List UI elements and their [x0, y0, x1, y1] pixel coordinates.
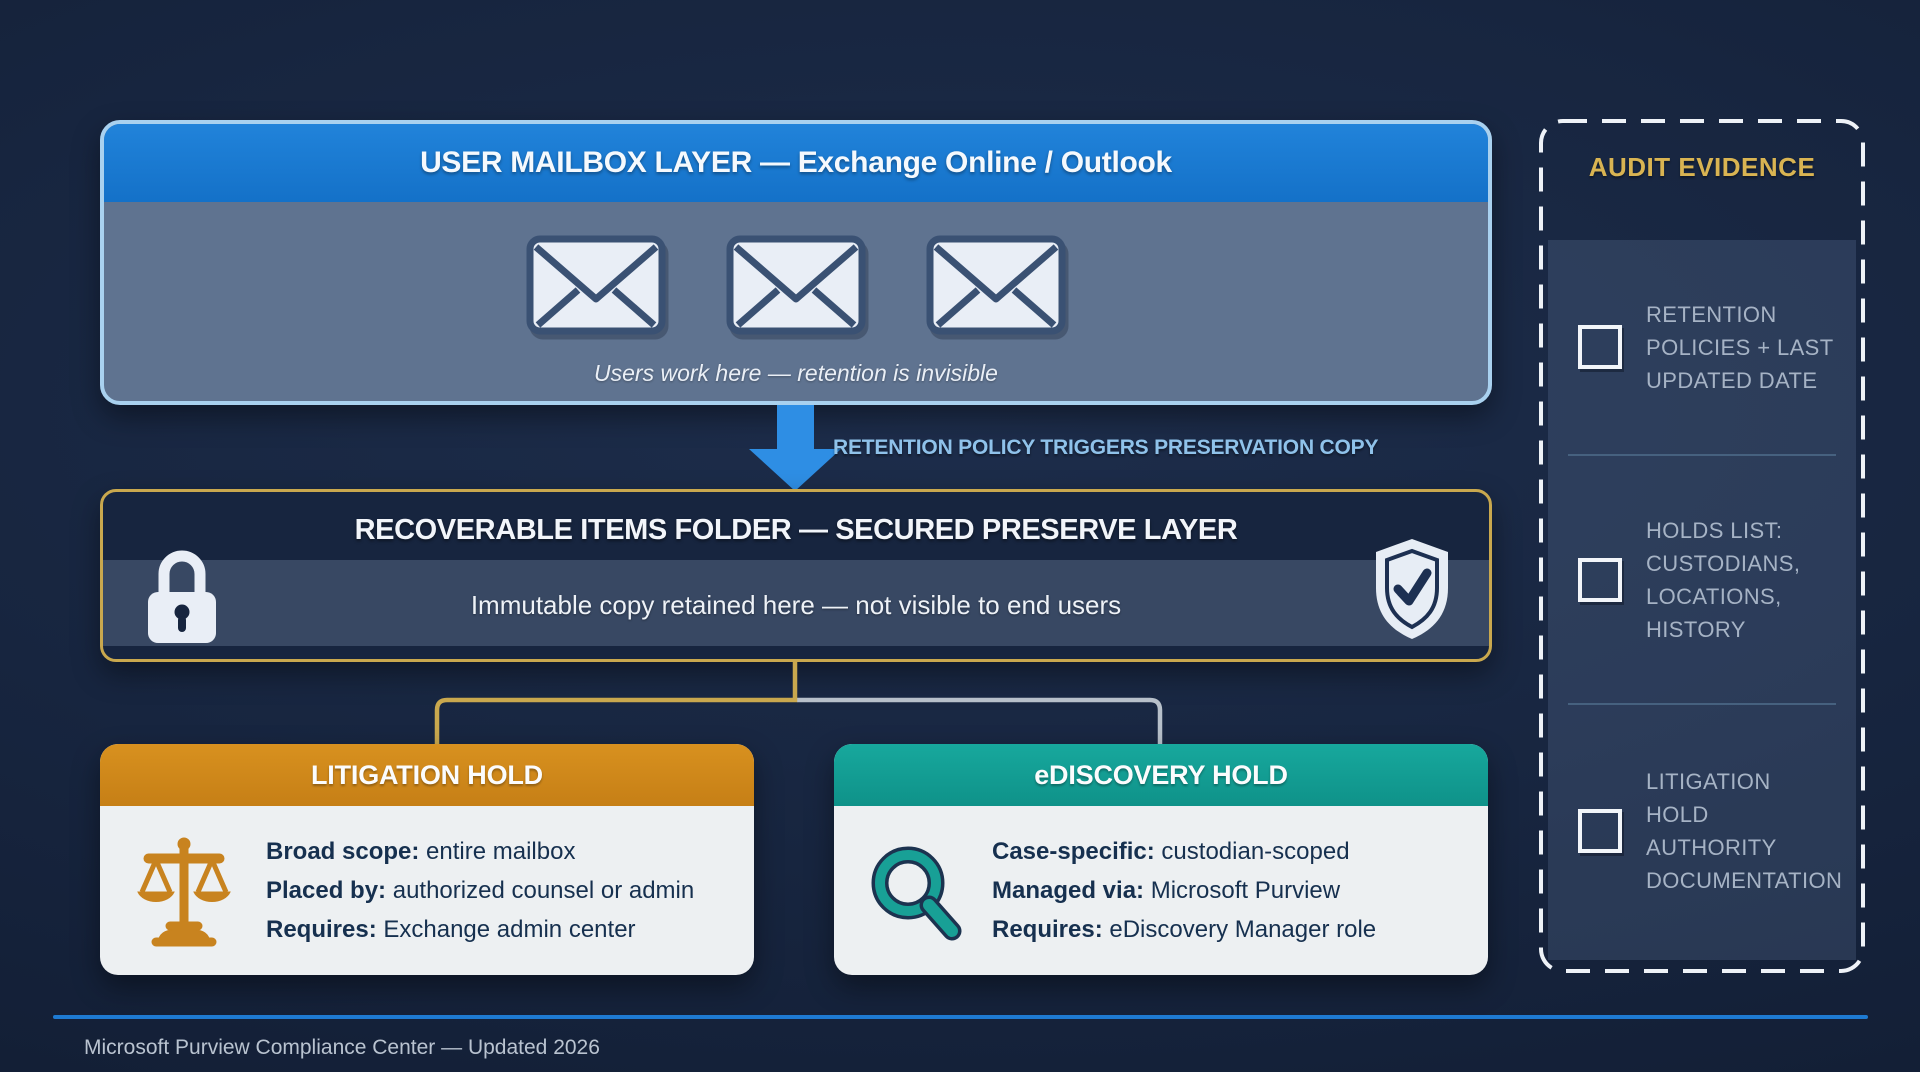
checklist-item-holds-list: HOLDS LIST: CUSTODIANS, LOCATIONS, HISTO…	[1548, 456, 1856, 703]
dashed-border	[1539, 119, 1865, 973]
audit-checklist: RETENTION POLICIES + LAST UPDATED DATE H…	[1548, 240, 1856, 960]
ediscovery-hold-card: eDISCOVERY HOLD Case-specific: custodian…	[834, 744, 1488, 975]
padlock-icon	[145, 544, 219, 651]
flow-label: RETENTION POLICY TRIGGERS PRESERVATION C…	[833, 436, 1379, 459]
preserve-layer-title: RECOVERABLE ITEMS FOLDER — SECURED PRESE…	[354, 514, 1238, 546]
detail-line: Requires: Exchange admin center	[266, 916, 636, 943]
detail-line: Broad scope: entire mailbox	[266, 838, 576, 865]
envelope-icon	[926, 235, 1066, 335]
checkbox-holds-list[interactable]	[1578, 557, 1622, 602]
mailbox-layer-caption: Users work here — retention is invisible	[594, 360, 998, 386]
checkbox-litigation-authority[interactable]	[1578, 808, 1622, 853]
checklist-item-label: HOLDS LIST: CUSTODIANS, LOCATIONS, HISTO…	[1646, 517, 1801, 642]
footer-divider-line	[53, 1015, 1868, 1019]
checklist-item-label: LITIGATION HOLD AUTHORITY DOCUMENTATION	[1646, 768, 1843, 893]
envelope-row	[104, 235, 1488, 335]
shield-check-icon	[1369, 536, 1455, 647]
envelope-icon	[726, 235, 866, 335]
litigation-hold-details: Broad scope: entire mailbox Placed by: a…	[266, 832, 694, 949]
detail-line: Case-specific: custodian-scoped	[992, 838, 1350, 865]
ediscovery-hold-title: eDISCOVERY HOLD	[834, 744, 1488, 806]
ediscovery-hold-details: Case-specific: custodian-scoped Managed …	[992, 832, 1376, 949]
checklist-item-retention-policies: RETENTION POLICIES + LAST UPDATED DATE	[1548, 240, 1856, 454]
user-mailbox-layer-box: USER MAILBOX LAYER — Exchange Online / O…	[100, 120, 1492, 405]
litigation-hold-card: LITIGATION HOLD	[100, 744, 754, 975]
detail-line: Requires: eDiscovery Manager role	[992, 916, 1377, 943]
detail-line: Managed via: Microsoft Purview	[992, 877, 1341, 904]
audit-evidence-title: AUDIT EVIDENCE	[1588, 152, 1816, 182]
envelope-icon	[526, 235, 666, 335]
audit-evidence-panel: AUDIT EVIDENCE RETENTION POLICIES + LAST…	[1538, 118, 1866, 974]
divider	[1568, 454, 1836, 456]
checklist-item-label: RETENTION POLICIES + LAST UPDATED DATE	[1646, 301, 1834, 393]
litigation-hold-title: LITIGATION HOLD	[100, 744, 754, 806]
down-arrow-icon	[777, 405, 814, 451]
footer-caption: Microsoft Purview Compliance Center — Up…	[84, 1036, 600, 1059]
checklist-item-litigation-authority: LITIGATION HOLD AUTHORITY DOCUMENTATION	[1548, 705, 1856, 956]
divider	[1568, 703, 1836, 705]
preserve-band	[103, 560, 1489, 646]
connector-lines	[434, 660, 1163, 748]
detail-line: Placed by: authorized counsel or admin	[266, 877, 695, 904]
recoverable-items-box: RECOVERABLE ITEMS FOLDER — SECURED PRESE…	[100, 489, 1492, 662]
mailbox-layer-title: USER MAILBOX LAYER — Exchange Online / O…	[104, 124, 1488, 202]
magnifier-icon	[871, 846, 962, 940]
preserve-layer-caption: Immutable copy retained here — not visib…	[470, 590, 1122, 620]
down-arrow-icon	[749, 449, 841, 491]
scales-of-justice-icon	[137, 837, 231, 946]
checkbox-retention-policies[interactable]	[1578, 325, 1622, 369]
